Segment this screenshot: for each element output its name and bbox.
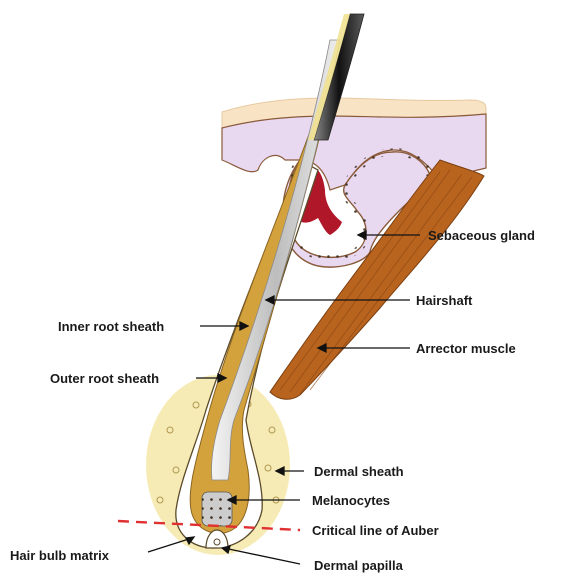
label-critical-line-of-auber: Critical line of Auber xyxy=(312,523,439,538)
label-dermal-papilla: Dermal papilla xyxy=(314,558,404,573)
label-melanocytes: Melanocytes xyxy=(312,493,390,508)
label-hairshaft: Hairshaft xyxy=(416,293,473,308)
label-arrector-muscle: Arrector muscle xyxy=(416,341,516,356)
label-dermal-sheath: Dermal sheath xyxy=(314,464,404,479)
label-hair-bulb-matrix: Hair bulb matrix xyxy=(10,548,110,563)
label-sebaceous-gland: Sebaceous gland xyxy=(428,228,535,243)
label-outer-root-sheath: Outer root sheath xyxy=(50,371,159,386)
pointer-dermal-papilla xyxy=(224,548,300,564)
label-inner-root-sheath: Inner root sheath xyxy=(58,319,164,334)
melanocyte-granules xyxy=(202,492,232,526)
